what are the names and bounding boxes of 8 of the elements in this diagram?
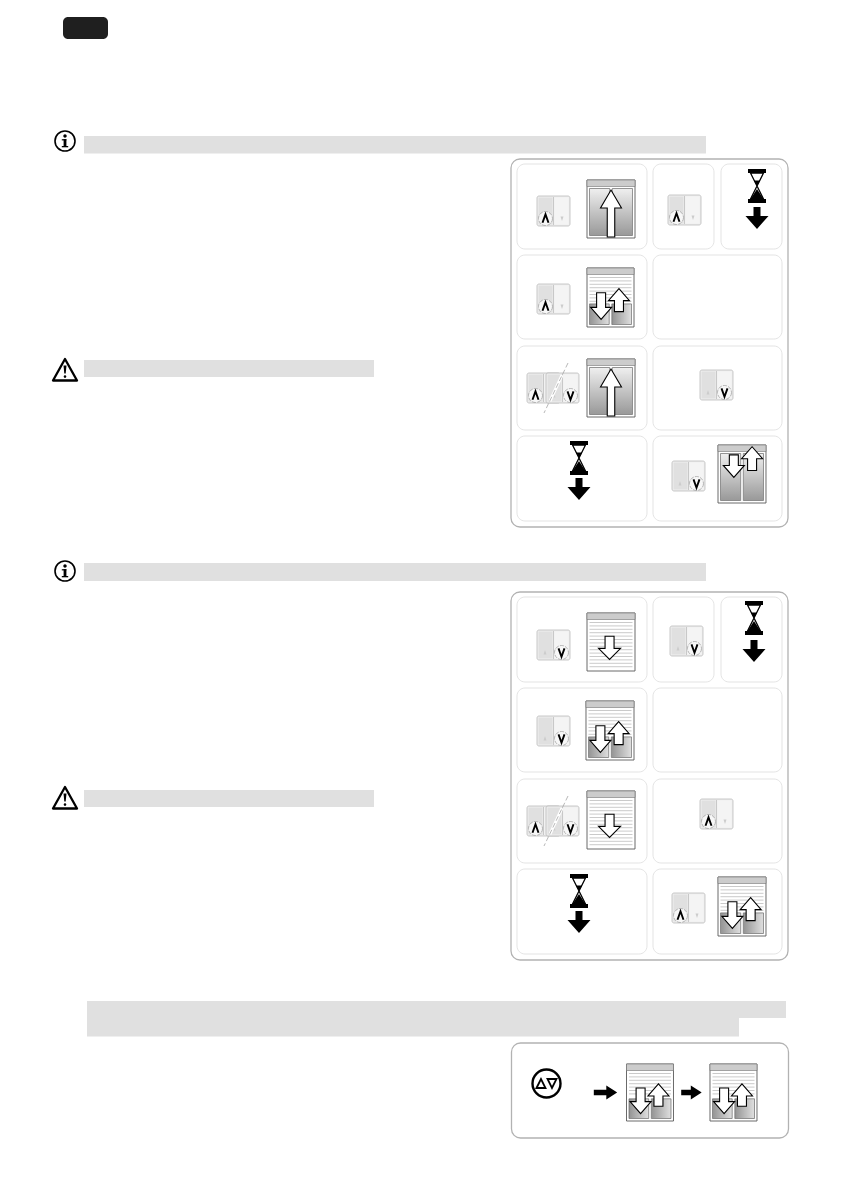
panel-frame: [510, 1042, 790, 1139]
roller-shutter-icon: [626, 1063, 674, 1122]
heading-bar: [87, 1001, 786, 1037]
heading-bar: [84, 360, 374, 377]
heading-bar: [84, 136, 706, 154]
roller-shutter-icon: [709, 1063, 758, 1122]
heading-bar: [84, 563, 706, 581]
heading-bar: [84, 790, 374, 807]
